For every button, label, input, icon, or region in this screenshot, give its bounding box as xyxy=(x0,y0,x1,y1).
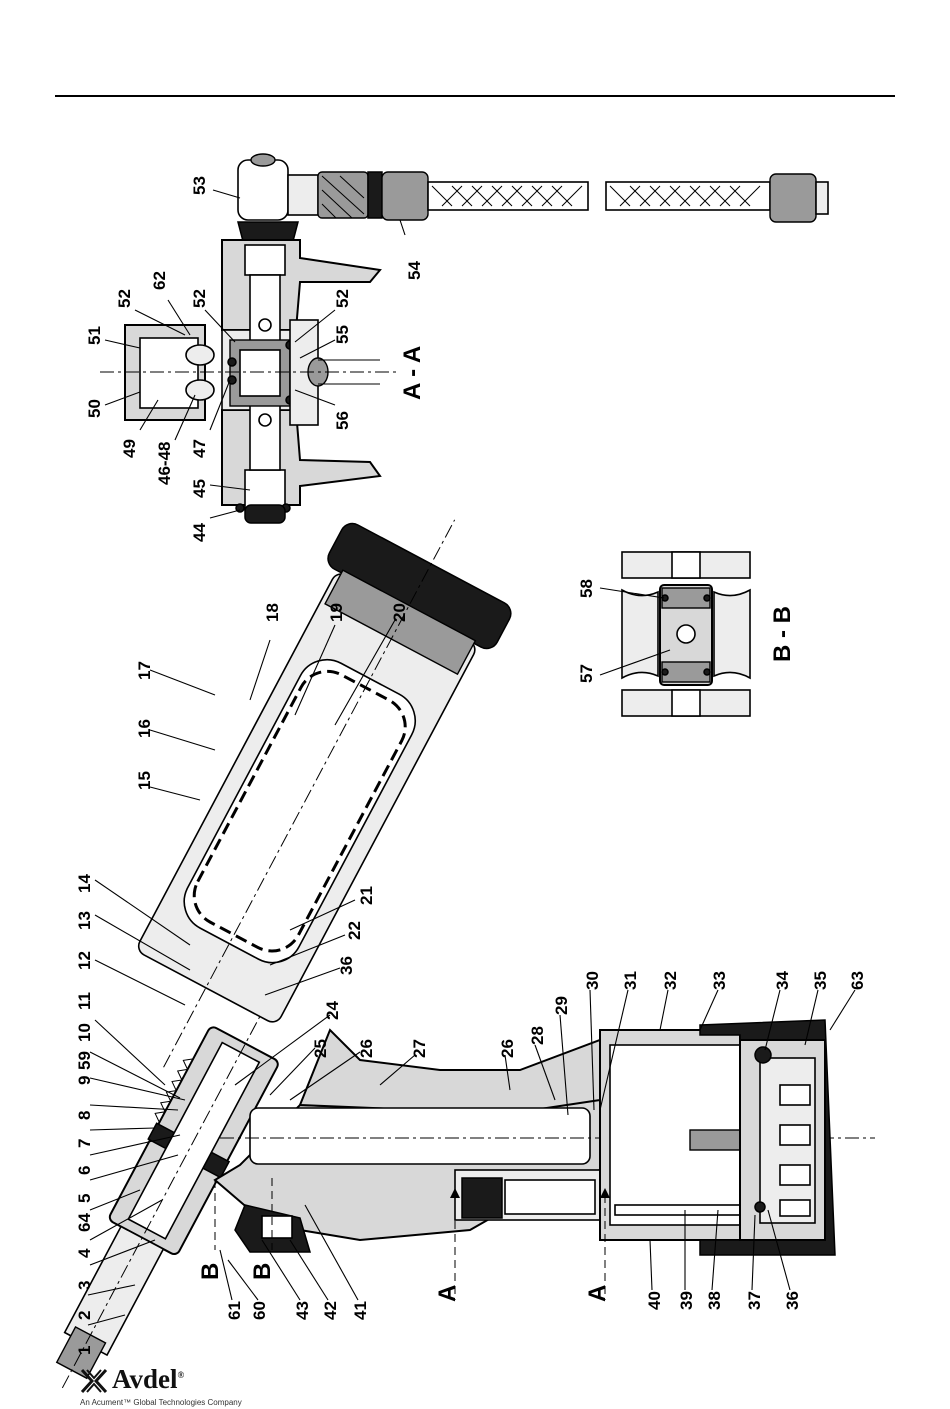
callout-56: 56 xyxy=(333,411,352,430)
callout-39: 39 xyxy=(677,1291,696,1310)
callout-43: 43 xyxy=(293,1301,312,1320)
callout-54: 54 xyxy=(405,261,424,280)
callout-40: 40 xyxy=(645,1291,664,1310)
callout-64: 64 xyxy=(75,1213,94,1232)
callout-26-right: 26 xyxy=(498,1039,517,1058)
callout-5: 5 xyxy=(75,1194,94,1203)
callout-42: 42 xyxy=(321,1301,340,1320)
callout-15: 15 xyxy=(135,771,154,790)
callout-49: 49 xyxy=(120,439,139,458)
callout-6: 6 xyxy=(75,1166,94,1175)
callout-13: 13 xyxy=(75,911,94,930)
callout-44: 44 xyxy=(190,523,209,542)
callout-16: 16 xyxy=(135,719,154,738)
section-bb-label: B - B xyxy=(769,606,796,662)
callout-36-upper: 36 xyxy=(337,956,356,975)
callout-37: 37 xyxy=(745,1291,764,1310)
callout-33: 33 xyxy=(710,971,729,990)
callout-25: 25 xyxy=(311,1039,330,1058)
callout-3: 3 xyxy=(75,1281,94,1290)
callout-7: 7 xyxy=(75,1139,94,1148)
brand-name: Avdel® xyxy=(112,1364,184,1395)
callout-29: 29 xyxy=(552,996,571,1015)
section-bb-drawing xyxy=(622,552,750,716)
callout-58: 58 xyxy=(577,579,596,598)
section-b-marker-left: B xyxy=(197,1263,224,1280)
section-aa-label: A - A xyxy=(399,346,426,400)
callout-24: 24 xyxy=(323,1001,342,1020)
callout-11: 11 xyxy=(75,992,94,1010)
callout-9: 9 xyxy=(75,1076,94,1085)
callout-47: 47 xyxy=(190,439,209,458)
callout-41: 41 xyxy=(351,1301,370,1320)
callout-52-b: 52 xyxy=(190,289,209,308)
callout-31: 31 xyxy=(621,971,640,990)
callout-34: 34 xyxy=(773,971,792,990)
callout-35: 35 xyxy=(811,971,830,990)
callout-45: 45 xyxy=(190,479,209,498)
brand-logo: Avdel® An Acument™ Global Technologies C… xyxy=(80,1368,280,1408)
callout-10: 10 xyxy=(75,1023,94,1042)
callout-26-left: 26 xyxy=(357,1039,376,1058)
callout-20: 20 xyxy=(390,603,409,622)
callout-32: 32 xyxy=(661,971,680,990)
callout-55: 55 xyxy=(333,325,352,344)
callout-1: 1 xyxy=(75,1346,94,1355)
callout-14: 14 xyxy=(75,874,94,893)
callout-4: 4 xyxy=(75,1248,94,1258)
callout-2: 2 xyxy=(75,1311,94,1320)
callout-52-c: 52 xyxy=(333,289,352,308)
callout-8: 8 xyxy=(75,1111,94,1120)
avdel-logo-icon xyxy=(80,1368,108,1394)
callout-18: 18 xyxy=(263,603,282,622)
callout-12: 12 xyxy=(75,951,94,970)
callout-59: 59 xyxy=(75,1051,94,1070)
callout-57: 57 xyxy=(577,664,596,683)
brand-tagline: An Acument™ Global Technologies Company xyxy=(80,1398,242,1407)
callout-28: 28 xyxy=(528,1026,547,1045)
callout-50: 50 xyxy=(85,399,104,418)
callout-38: 38 xyxy=(705,1291,724,1310)
section-a-marker-right: A xyxy=(584,1285,611,1302)
callout-36-lower: 36 xyxy=(783,1291,802,1310)
callout-22: 22 xyxy=(345,921,364,940)
callout-30: 30 xyxy=(583,971,602,990)
section-a-marker-left: A xyxy=(434,1285,461,1302)
section-aa-drawing xyxy=(100,154,828,523)
callout-46-48: 46-48 xyxy=(155,442,174,485)
callout-53: 53 xyxy=(190,176,209,195)
callout-62: 62 xyxy=(150,271,169,290)
callout-51: 51 xyxy=(85,326,104,345)
callout-52-a: 52 xyxy=(115,289,134,308)
callout-60: 60 xyxy=(250,1301,269,1320)
callout-19: 19 xyxy=(327,603,346,622)
callout-27: 27 xyxy=(410,1039,429,1058)
callout-21: 21 xyxy=(357,886,376,905)
callout-17: 17 xyxy=(135,661,154,680)
section-b-marker-right: B xyxy=(249,1263,276,1280)
callout-61: 61 xyxy=(225,1301,244,1320)
callout-63: 63 xyxy=(848,971,867,990)
